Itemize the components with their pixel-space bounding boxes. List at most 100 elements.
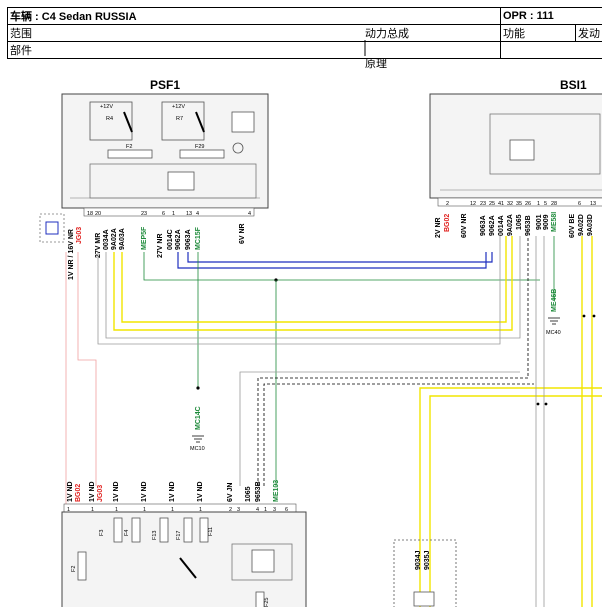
plus12v-label-2: +12V: [172, 104, 185, 110]
side-connector-box: [39, 213, 65, 243]
bottom-wire-labels: 1V ND BG02 1V ND JG03 1V ND 1V ND 1V ND …: [67, 480, 280, 502]
fuse-f17: [183, 517, 193, 543]
fuse-f2-bottom-label: F2: [71, 566, 77, 572]
wire-green-mep5f: [143, 252, 540, 281]
wire-label-6vnr: 6V NR: [239, 223, 246, 244]
fuse-f29-label: F29: [195, 144, 204, 150]
bsi-label-60vnr: 60V NR: [461, 213, 468, 238]
fuse-f17-label: F17: [176, 531, 182, 540]
psf1-pin-18: 18: [87, 211, 93, 217]
ground-label-mc14c: MC14C: [195, 406, 202, 430]
wire-yellow-9a02a: [113, 236, 513, 331]
bottom-pin-3: 3: [237, 507, 240, 513]
bottom-label-c2: 1V ND: [89, 481, 96, 502]
fuse-f29: [179, 149, 225, 159]
aux-chip-icon: [413, 591, 435, 607]
bsi-code-0014a: 0014A: [498, 215, 505, 236]
bsi-pin-35: 35: [516, 201, 522, 207]
bsi-label-60vbe: 60V BE: [569, 214, 576, 238]
wire-blue-9063a: [187, 252, 493, 263]
bsi-pin-28: 28: [551, 201, 557, 207]
bottom-pin-1g: 1: [264, 507, 267, 513]
psf1-wire-labels: 1V NR / 16V NR JG03 27V MR 0034A 9A02A 9…: [68, 223, 246, 280]
psf1-pin-4b: 4: [248, 211, 251, 217]
fuse-f4: [131, 517, 141, 543]
wire-code-9062a: 9062A: [175, 229, 182, 250]
header-table: 车辆 : C4 Sedan RUSSIA OPR : 111 范围 动力总成 功…: [7, 7, 602, 70]
bottom-code-9653b: 9653B: [255, 481, 262, 502]
fuse-f2-top: [107, 149, 153, 159]
bottom-chip-icon: [251, 549, 275, 573]
wire-pink-jg03: [77, 252, 97, 486]
bsi-code-9a02a: 9A02A: [507, 214, 514, 236]
wire-code-9a02a: 9A02A: [111, 228, 118, 250]
powertrain-label: 动力总成: [365, 28, 409, 40]
bottom-pin-1c: 1: [115, 507, 118, 513]
bsi-pin-2: 2: [446, 201, 449, 207]
parts-right-cell: [500, 41, 602, 59]
wire-dashed-9653b: [257, 236, 529, 486]
bsi-pin-5: 5: [544, 201, 547, 207]
engine-cell: 发动: [575, 24, 602, 42]
psf1-lamp-icon: [232, 142, 244, 154]
bottom-code-1065: 1065: [245, 486, 252, 502]
psf1-pin-6: 6: [162, 211, 165, 217]
bottom-connector: [63, 503, 297, 513]
bottom-pin-1d: 1: [143, 507, 146, 513]
psf1-module-icon: [231, 111, 255, 133]
bsi-code-9001: 9001: [536, 214, 543, 230]
wire-code-9a03a: 9A03A: [119, 228, 126, 250]
psf1-chip-icon: [167, 171, 195, 191]
psf1-title: PSF1: [150, 78, 180, 92]
bsi-code-9062a: 9062A: [489, 215, 496, 236]
bsi1-connector: [437, 197, 602, 207]
wire-code-0034a: 0034A: [103, 229, 110, 250]
bottom-code-jg03: JG03: [97, 485, 104, 502]
bsi1-title: BSI1: [560, 78, 587, 92]
bottom-relay-switch: [179, 557, 197, 579]
scope-label: 范围: [10, 28, 32, 40]
relay-r7-box: [161, 101, 205, 141]
psf1-pin-4: 4: [196, 211, 199, 217]
bottom-code-bg02: BG02: [75, 484, 82, 502]
bsi-pin-13: 13: [590, 201, 596, 207]
bottom-label-c7: 6V JN: [227, 483, 234, 502]
bottom-label-c5: 1V ND: [169, 481, 176, 502]
bsi-code-9009: 9009: [543, 214, 550, 230]
parts-cell: 部件: [7, 41, 501, 59]
ground-label-mc40: MC40: [546, 330, 561, 336]
bottom-label-c4: 1V ND: [141, 481, 148, 502]
relay-r4-box: [89, 101, 133, 141]
bsi-code-9a03d: 9A03D: [587, 214, 594, 236]
bottom-pin-3b: 3: [273, 507, 276, 513]
wire-code-mc15f: MC15F: [195, 226, 202, 250]
aux-code-9034j: 9034J: [415, 550, 422, 570]
bsi-code-1065: 1065: [516, 214, 523, 230]
bottom-label-c3: 1V ND: [113, 481, 120, 502]
fuse-f2-top-label: F2: [126, 144, 132, 150]
bsi-label-2vnr: 2V NR: [435, 217, 442, 238]
aux-component-box: [393, 539, 457, 607]
plus12v-label-1: +12V: [100, 104, 113, 110]
fuse-f2-bottom: [77, 551, 87, 581]
wire-yellow-9a03a: [121, 236, 507, 323]
bsi-pin-25: 25: [489, 201, 495, 207]
fuse-f3-label: F3: [99, 530, 105, 536]
fuse-f11: [199, 517, 209, 543]
bottom-pin-2: 2: [229, 507, 232, 513]
psf1-pin-23: 23: [141, 211, 147, 217]
bottom-pin-1e: 1: [171, 507, 174, 513]
bottom-pin-1f: 1: [199, 507, 202, 513]
ground-label-mc10: MC10: [190, 446, 205, 452]
relay-r4-label: R4: [106, 116, 113, 122]
bottom-label-c6: 1V ND: [197, 481, 204, 502]
fuse-f25-label: F25: [264, 598, 270, 607]
bsi-wire-labels: 2V NR BG02 60V NR 9063A 9062A 0014A 9A02…: [435, 212, 594, 238]
principle-label: 原理: [365, 58, 387, 70]
psf1-pin-1: 1: [172, 211, 175, 217]
wire-blue-9062a: [177, 252, 487, 269]
wire-label-27vmr: 27V MR: [95, 233, 102, 258]
fuse-f11-label: F11: [208, 527, 214, 536]
bsi1-chip-icon: [509, 139, 535, 161]
